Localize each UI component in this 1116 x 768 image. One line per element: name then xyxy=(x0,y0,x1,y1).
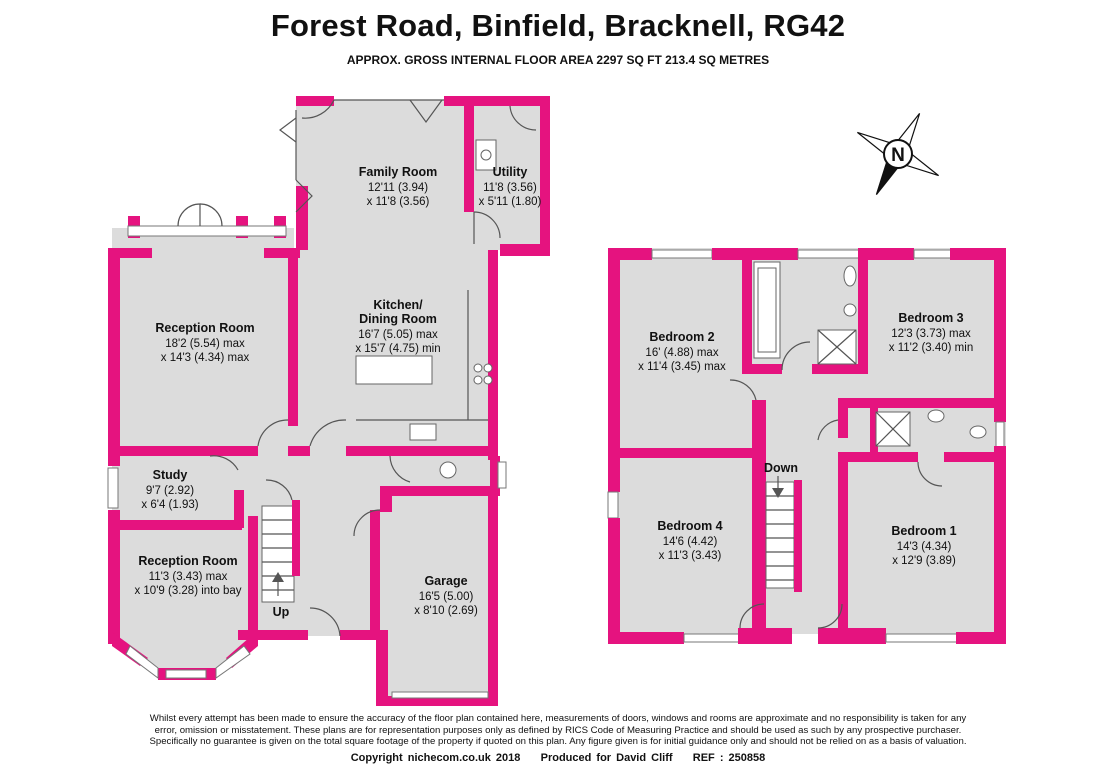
reception-room-2-floor xyxy=(112,528,258,680)
reception-room-dim-2: x 14'3 (4.34) max xyxy=(161,352,250,364)
first-floor-area xyxy=(612,248,1006,634)
family-room-dim-2: x 11'8 (3.56) xyxy=(367,196,430,208)
kitchen-floor xyxy=(294,250,498,456)
garage-dim-1: 16'5 (5.00) xyxy=(419,591,474,603)
hall-floor xyxy=(238,456,380,636)
reception-room-dim-1: 18'2 (5.54) max xyxy=(165,338,245,350)
reference-text: REF : 250858 xyxy=(692,752,766,764)
kitchen-dim-2: x 15'7 (4.75) min xyxy=(355,343,440,355)
floor-area-subtitle: APPROX. GROSS INTERNAL FLOOR AREA 2297 S… xyxy=(346,53,770,67)
bedroom-1-dim-2: x 12'9 (3.89) xyxy=(892,555,956,567)
reception-room-2-dim-1: 11'3 (3.43) max xyxy=(149,571,228,583)
stairs-up-label: Up xyxy=(273,605,290,619)
compass-icon: N xyxy=(857,113,939,195)
reception-room-name: Reception Room xyxy=(155,321,254,335)
study-floor xyxy=(112,456,238,528)
ground-floor xyxy=(107,96,550,706)
disclaimer: Whilst every attempt has been made to en… xyxy=(20,713,1096,748)
compass-label: N xyxy=(891,145,905,166)
reception-room-2-name: Reception Room xyxy=(138,554,237,568)
bedroom-4-dim-2: x 11'3 (3.43) xyxy=(659,550,722,562)
bedroom-3-dim-1: 12'3 (3.73) max xyxy=(891,328,971,340)
floor-plan: .fl { fill: #dcdcdc; } .wl { fill: #e513… xyxy=(107,96,1006,706)
stairs-down-label: Down xyxy=(764,461,798,475)
kitchen-name-1: Kitchen/ xyxy=(373,298,423,312)
copyright-line: Copyright nichecom.co.uk 2018 Produced f… xyxy=(0,752,1116,764)
produced-for-text: Produced for David Cliff xyxy=(540,752,673,764)
family-room-name: Family Room xyxy=(359,165,438,179)
utility-dim-1: 11'8 (3.56) xyxy=(483,182,537,194)
study-dim-1: 9'7 (2.92) xyxy=(146,485,194,497)
study-dim-2: x 6'4 (1.93) xyxy=(141,499,198,511)
disclaimer-line-3: Specifically no guarantee is given on th… xyxy=(149,736,967,747)
reception-room-2-dim-2: x 10'9 (3.28) into bay xyxy=(134,585,241,597)
bedroom-1-dim-1: 14'3 (4.34) xyxy=(897,541,952,553)
bedroom-1-name: Bedroom 1 xyxy=(891,524,956,538)
bedroom-4-dim-1: 14'6 (4.42) xyxy=(663,536,718,548)
family-room-dim-1: 12'11 (3.94) xyxy=(368,182,428,194)
bedroom-4-name: Bedroom 4 xyxy=(657,519,722,533)
garage-floor xyxy=(380,496,498,702)
family-room-floor xyxy=(296,100,472,250)
bedroom-2-name: Bedroom 2 xyxy=(649,330,714,344)
first-floor xyxy=(607,248,1006,644)
reception-room-floor xyxy=(112,228,294,456)
utility-name: Utility xyxy=(493,165,528,179)
bedroom-2-dim-2: x 11'4 (3.45) max xyxy=(638,361,726,373)
study-name: Study xyxy=(153,468,188,482)
kitchen-name-2: Dining Room xyxy=(359,312,437,326)
disclaimer-line-2: error, omission or misstatement. These p… xyxy=(154,724,962,736)
bedroom-3-dim-2: x 11'2 (3.40) min xyxy=(889,342,973,354)
utility-floor xyxy=(472,100,544,250)
page-title: Forest Road, Binfield, Bracknell, RG42 xyxy=(270,8,846,43)
disclaimer-line-1: Whilst every attempt has been made to en… xyxy=(149,713,967,724)
bedroom-2-dim-1: 16' (4.88) max xyxy=(645,347,718,359)
garage-name: Garage xyxy=(424,574,467,588)
bedroom-3-name: Bedroom 3 xyxy=(898,311,963,325)
utility-dim-2: x 5'11 (1.80) xyxy=(479,196,542,208)
garage-dim-2: x 8'10 (2.69) xyxy=(414,605,478,617)
copyright-text: Copyright nichecom.co.uk 2018 xyxy=(350,752,521,764)
kitchen-dim-1: 16'7 (5.05) max xyxy=(358,329,438,341)
